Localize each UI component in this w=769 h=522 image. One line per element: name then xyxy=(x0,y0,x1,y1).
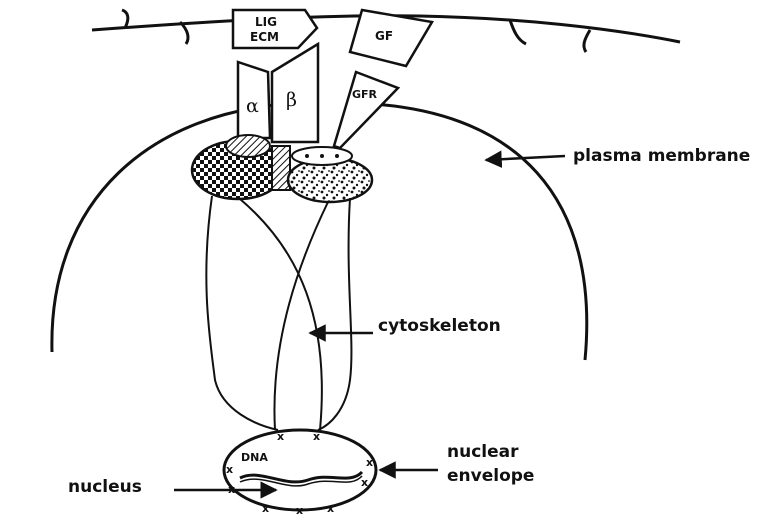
pore-marker: x xyxy=(262,502,269,515)
growth-factor-receptor xyxy=(334,72,398,148)
pore-marker: x xyxy=(313,430,320,443)
pore-marker: x xyxy=(296,504,303,517)
fiber-hook-left xyxy=(122,10,128,28)
pore-marker: x xyxy=(361,476,368,489)
gfr-label: GFR xyxy=(352,88,378,101)
pore-marker: x xyxy=(366,456,373,469)
alpha-label: α xyxy=(246,95,259,117)
nucleus xyxy=(224,430,376,510)
growth-factor-label: GF xyxy=(375,29,393,43)
plasma-membrane-label: plasma membrane xyxy=(573,146,750,166)
adapter-dot xyxy=(335,154,339,158)
fiber-hook-right-2 xyxy=(584,30,590,52)
nucleus-label: nucleus xyxy=(68,477,142,497)
pore-marker: x xyxy=(226,463,233,476)
cytoskeleton-label: cytoskeleton xyxy=(378,316,501,336)
cytoskeleton-filament xyxy=(206,196,278,430)
dna-label: DNA xyxy=(241,451,268,464)
fiber-hook-left-2 xyxy=(180,22,188,44)
ecm-label: ECM xyxy=(250,30,279,44)
pore-marker: x xyxy=(277,430,284,443)
adapter-dot xyxy=(320,154,324,158)
ligand-label: LIG xyxy=(255,15,277,29)
adapter-dot xyxy=(305,154,309,158)
beta-label: β xyxy=(286,89,297,111)
fiber-hook-right xyxy=(510,20,526,44)
plasma-membrane-outline xyxy=(52,103,587,360)
nuclear-envelope-label-line2: envelope xyxy=(447,466,534,486)
pore-marker: x xyxy=(327,502,334,515)
cytoskeleton-filament xyxy=(274,202,328,430)
cytoskeleton-filament xyxy=(240,199,322,430)
hatched-adhesion-protein xyxy=(226,135,270,157)
nuclear-envelope-label-line1: nuclear xyxy=(447,442,519,462)
cytoskeleton-filament xyxy=(318,198,351,430)
